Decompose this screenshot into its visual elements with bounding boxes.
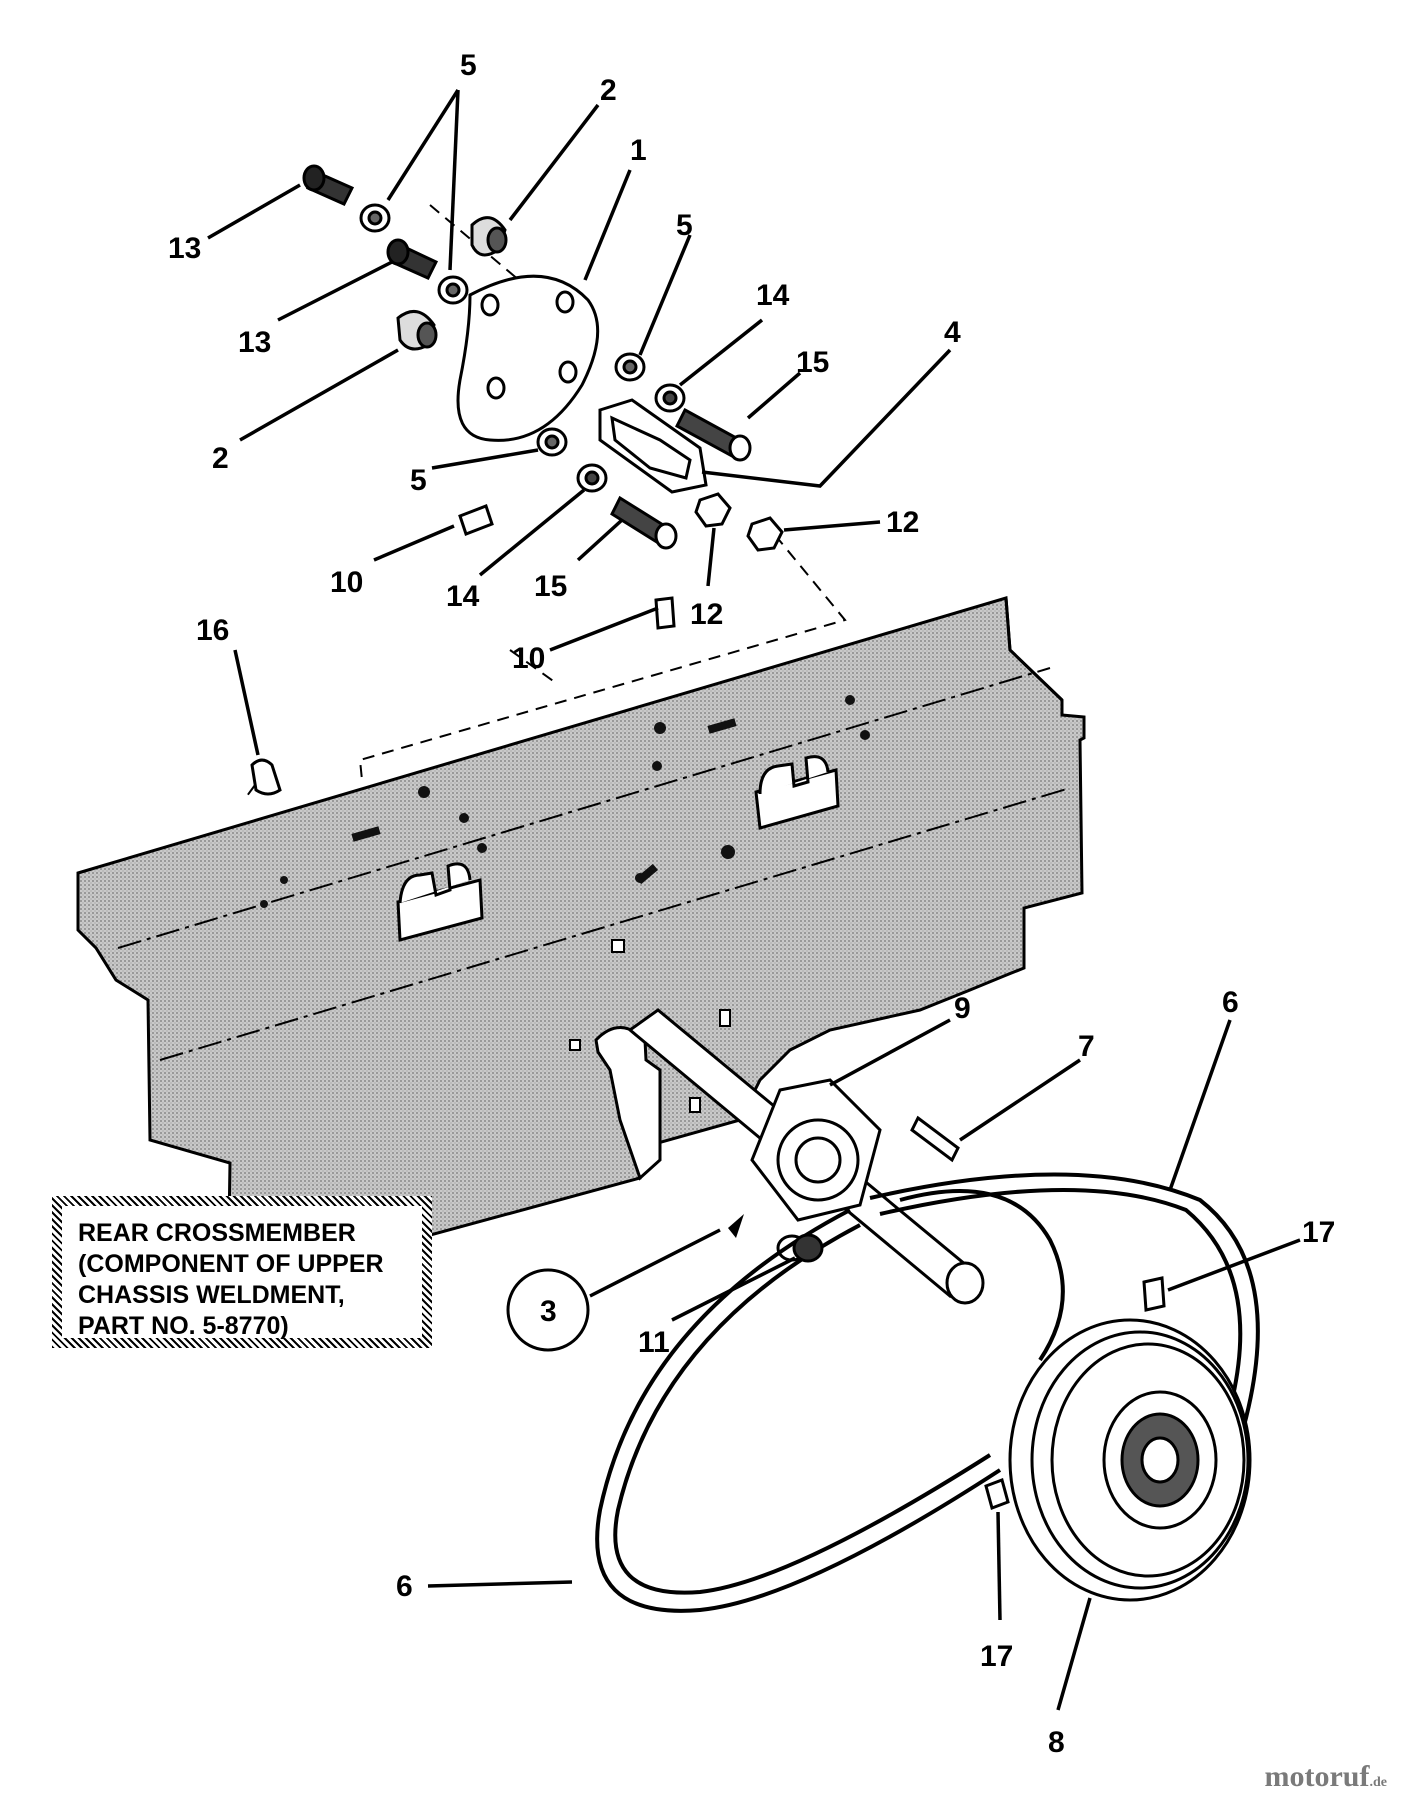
callout-10: 10 <box>512 642 545 675</box>
note-text: REAR CROSSMEMBER (COMPONENT OF UPPER CHA… <box>78 1218 428 1342</box>
note-line: (COMPONENT OF UPPER <box>78 1250 384 1278</box>
rear-crossmember-note: REAR CROSSMEMBER (COMPONENT OF UPPER CHA… <box>52 1196 432 1348</box>
watermark-logo: motoruf.de <box>1265 1760 1387 1794</box>
callout-5: 5 <box>410 464 427 497</box>
rear-crossmember <box>76 596 1086 1292</box>
callout-17: 17 <box>1302 1216 1335 1249</box>
callout-14: 14 <box>446 580 480 613</box>
callout-16: 16 <box>196 614 229 647</box>
callout-13: 13 <box>238 326 271 359</box>
callout-13: 13 <box>168 232 201 265</box>
leader-lines <box>207 89 1301 1711</box>
watermark-tld: .de <box>1369 1775 1388 1790</box>
callout-14: 14 <box>756 279 790 312</box>
watermark-name: motoruf <box>1264 1760 1370 1793</box>
callout-1: 1 <box>630 134 647 167</box>
callout-12: 12 <box>886 506 919 539</box>
callout-9: 9 <box>954 992 971 1025</box>
drive-assembly <box>595 1008 1260 1613</box>
note-line: REAR CROSSMEMBER <box>78 1219 356 1247</box>
callout-4: 4 <box>944 316 961 349</box>
callout-10: 10 <box>330 566 363 599</box>
callout-7: 7 <box>1078 1030 1095 1063</box>
callout-5: 5 <box>676 209 693 242</box>
callout-12: 12 <box>690 598 723 631</box>
callout-3: 3 <box>540 1295 557 1328</box>
callout-3-circle <box>506 1268 590 1352</box>
callout-15: 15 <box>796 346 829 379</box>
note-line: CHASSIS WELDMENT, <box>78 1281 345 1309</box>
callout-6: 6 <box>396 1570 413 1603</box>
note-line: PART NO. 5-8770) <box>78 1312 289 1340</box>
callout-2: 2 <box>212 442 229 475</box>
callout-5: 5 <box>460 49 477 82</box>
flange-plate <box>456 274 600 442</box>
callout-labels: 5 2 1 13 13 2 5 14 15 4 5 10 14 15 12 12… <box>168 49 1335 1759</box>
callout-6: 6 <box>1222 986 1239 1019</box>
callout-8: 8 <box>1048 1726 1065 1759</box>
callout-2: 2 <box>600 74 617 107</box>
callout-17: 17 <box>980 1640 1013 1673</box>
callout-15: 15 <box>534 570 567 603</box>
upper-hardware <box>250 164 784 796</box>
callout-11: 11 <box>638 1326 670 1359</box>
assembly-lines <box>243 204 847 801</box>
